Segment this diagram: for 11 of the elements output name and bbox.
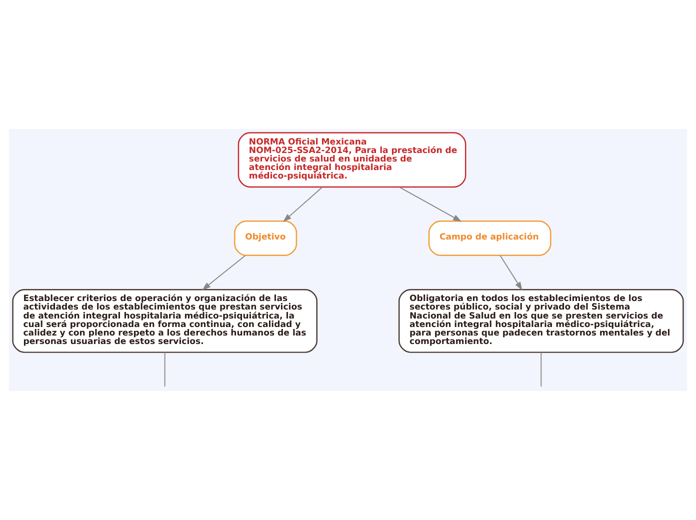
arrow — [282, 186, 323, 222]
connector — [164, 352, 166, 387]
connector — [540, 352, 542, 387]
arrow — [500, 255, 522, 290]
node-box: Obligatoria en todos los establecimientos de los sectores público, social y privado del Sistema Nacional de Salud en los que se presten servicios de atención integral hospitalaria médico-psiquiátrica, para personas que padecen trastornos mentales y del comportamiento. — [398, 288, 684, 353]
arrow — [398, 186, 462, 222]
node-box: Establecer criterios de operación y organización de las actividades de los establecimientos que prestan servicios de atención integral hospitalaria médico-psiquiátrica, la cual será proporcionada en forma continua, con calidad y calidez y con pleno respeto a los derechos humanos de las personas usuarias de estos servicios. — [12, 288, 318, 353]
arrow — [202, 255, 246, 290]
node-box: Objetivo — [234, 220, 298, 256]
node-box: NORMA Oficial Mexicana NOM-025-SSA2-2014, Para la prestación de servicios de salud en unidades de atención integral hospitalaria médico-psiquiátrica. — [238, 132, 466, 188]
node-box: Campo de aplicación — [428, 220, 552, 256]
